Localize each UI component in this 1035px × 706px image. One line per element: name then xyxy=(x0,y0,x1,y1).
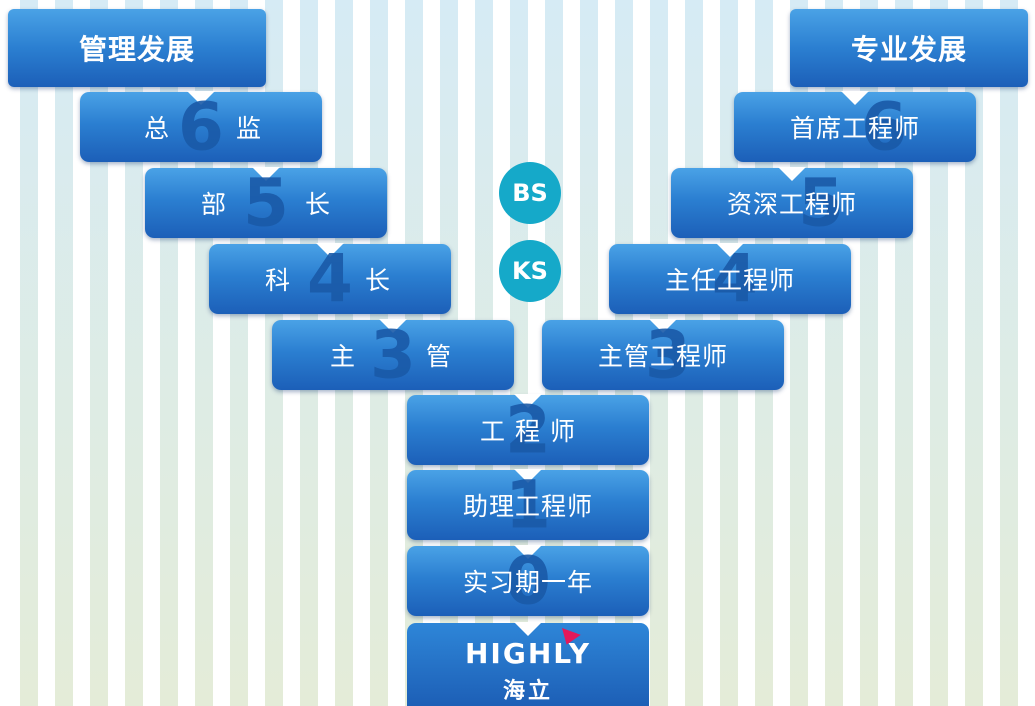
arrow-notch xyxy=(514,622,542,636)
level-number: 6 xyxy=(178,88,224,166)
level-label: 工 程 师 xyxy=(480,417,576,446)
arrow-notch xyxy=(841,91,869,105)
bs-badge-label: BS xyxy=(512,179,548,207)
logo-brand: HIGHLY xyxy=(464,637,592,670)
arrow-notch xyxy=(778,167,806,181)
professional-level-6: 6 首席工程师 xyxy=(734,89,976,166)
stripe xyxy=(20,0,38,706)
level-label-right: 管 xyxy=(426,342,452,371)
level-label-left: 主 xyxy=(330,342,356,371)
level-label: 实习期一年 xyxy=(462,568,593,597)
level-label-left: 部 xyxy=(201,190,227,219)
professional-level-4: 4 主任工程师 xyxy=(609,241,851,318)
level-number: 4 xyxy=(307,240,353,318)
level-label-right: 监 xyxy=(236,114,262,143)
arrow-notch xyxy=(379,319,407,333)
level-label: 资深工程师 xyxy=(726,190,857,219)
professional-header-label: 专业发展 xyxy=(850,33,967,66)
arrow-notch xyxy=(649,319,677,333)
ks-badge: KS xyxy=(499,240,561,302)
management-level-3: 3 主 管 xyxy=(272,317,514,394)
center-level-1: 1 助理工程师 xyxy=(407,467,649,544)
management-level-6: 6 总 监 xyxy=(80,89,322,166)
level-label-left: 总 xyxy=(144,114,170,143)
center-level-0: 0 实习期一年 xyxy=(407,543,649,620)
level-number: 3 xyxy=(370,316,416,394)
level-label: 助理工程师 xyxy=(462,492,593,521)
level-number: 5 xyxy=(243,164,289,242)
management-header-label: 管理发展 xyxy=(78,33,195,66)
professional-level-5: 5 资深工程师 xyxy=(671,165,913,242)
level-label: 首席工程师 xyxy=(789,114,920,143)
arrow-notch xyxy=(716,243,744,257)
arrow-notch xyxy=(316,243,344,257)
level-label-left: 科 xyxy=(265,266,291,295)
management-development-header: 管理发展 xyxy=(8,9,266,87)
level-label: 主管工程师 xyxy=(597,342,728,371)
professional-level-3: 3 主管工程师 xyxy=(542,317,784,394)
level-label: 主任工程师 xyxy=(664,266,795,295)
center-level-2: 2 工 程 师 xyxy=(407,392,649,469)
management-level-4: 4 科 长 xyxy=(209,241,451,318)
arrow-notch xyxy=(514,469,542,483)
stripe xyxy=(55,0,73,706)
arrow-notch xyxy=(252,167,280,181)
logo-chinese: 海立 xyxy=(502,679,553,704)
level-label-right: 长 xyxy=(365,266,391,295)
arrow-notch xyxy=(514,545,542,559)
arrow-notch xyxy=(187,91,215,105)
professional-development-header: 专业发展 xyxy=(790,9,1028,87)
level-label-right: 长 xyxy=(305,190,331,219)
bs-badge: BS xyxy=(499,162,561,224)
ks-badge-label: KS xyxy=(512,257,548,285)
management-level-5: 5 部 长 xyxy=(145,165,387,242)
stripe xyxy=(1000,0,1018,706)
highly-logo: HIGHLY 海立 xyxy=(407,622,649,706)
arrow-notch xyxy=(514,394,542,408)
